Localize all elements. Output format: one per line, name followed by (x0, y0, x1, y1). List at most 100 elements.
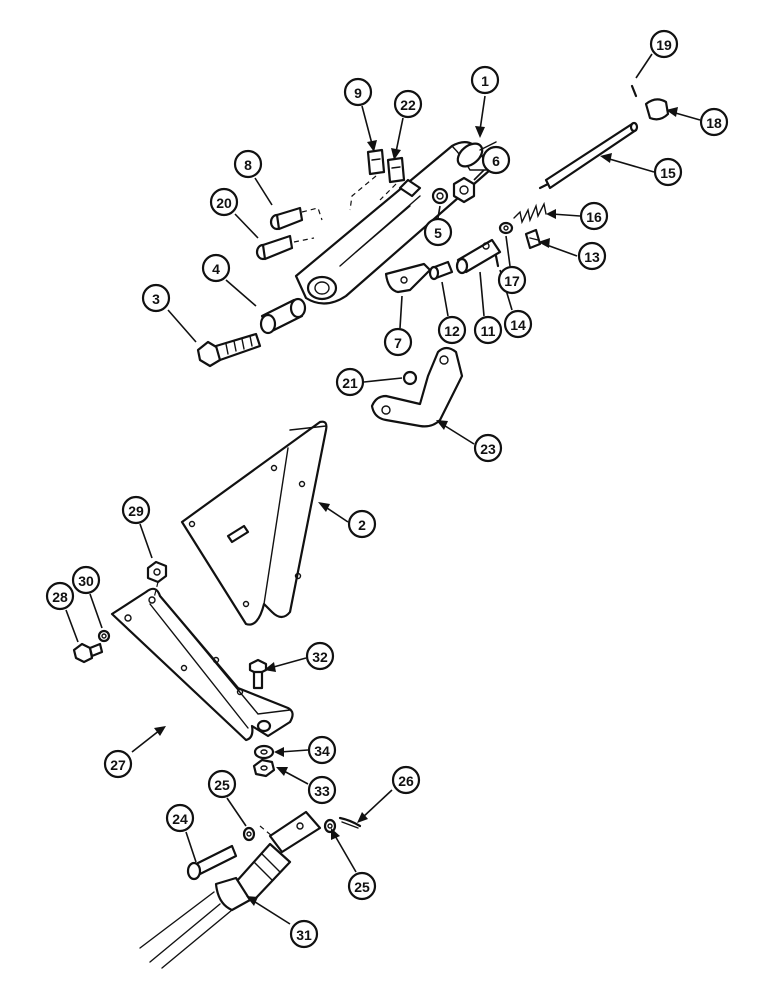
callout-circle (103, 749, 133, 779)
callout-number: 3 (152, 291, 160, 307)
callout-number: 22 (400, 97, 416, 113)
callout-c22: 22 (393, 89, 423, 119)
callout-circle (335, 367, 365, 397)
callout-c9: 9 (343, 77, 373, 107)
callout-c1: 1 (470, 65, 500, 95)
callout-number: 32 (312, 649, 328, 665)
part-1-lever-tube (294, 141, 497, 305)
part-20-bolt (255, 234, 294, 261)
part-14-pin (494, 254, 500, 268)
part-23-bent-plate (370, 346, 464, 428)
callout-c26: 26 (391, 765, 421, 795)
callout-circle (497, 265, 527, 295)
callout-circle (45, 581, 75, 611)
callout-circle (307, 775, 337, 805)
callout-circle (305, 641, 335, 671)
part-3-bolt (196, 332, 262, 368)
callout-circle (347, 871, 377, 901)
part-32-bolt (248, 658, 268, 690)
callout-circle (165, 803, 195, 833)
callout-c30: 30 (71, 565, 101, 595)
part-15-rod (538, 121, 639, 190)
callout-circle (289, 919, 319, 949)
callout-number: 25 (354, 879, 370, 895)
callout-number: 12 (444, 323, 460, 339)
part-4-spacer (259, 297, 307, 335)
callout-c13: 13 (577, 241, 607, 271)
callout-circle (391, 765, 421, 795)
callout-c16: 16 (579, 201, 609, 231)
part-25-washer-left (242, 826, 256, 842)
part-16-spring (513, 201, 547, 225)
callout-c14: 14 (503, 309, 533, 339)
callout-circle (121, 495, 151, 525)
callout-number: 24 (172, 811, 188, 827)
part-18-knob (644, 98, 670, 121)
callout-number: 2 (358, 517, 366, 533)
part-22-clip (386, 156, 406, 184)
callout-circle (343, 77, 373, 107)
callout-number: 18 (706, 115, 722, 131)
callout-number: 11 (481, 323, 496, 339)
callout-number: 5 (434, 225, 442, 241)
callout-circle (141, 283, 171, 313)
callout-c25b: 25 (347, 871, 377, 901)
part-24-clevis-pin (186, 844, 238, 881)
part-17-washer (498, 221, 514, 235)
callout-circle (481, 145, 511, 175)
callout-number: 33 (314, 783, 330, 799)
part-33-nut (252, 758, 276, 778)
callout-c5: 5 (423, 217, 453, 247)
callout-c6: 6 (481, 145, 511, 175)
part-27-lower-bracket (110, 587, 294, 742)
callout-number: 17 (504, 273, 520, 289)
callout-c12: 12 (437, 315, 467, 345)
callout-c3: 3 (141, 283, 171, 313)
callout-circle (577, 241, 607, 271)
part-7-bracket (384, 262, 432, 294)
callout-circle (71, 565, 101, 595)
callout-c23: 23 (473, 433, 503, 463)
callout-number: 21 (342, 375, 358, 391)
part-26-cotter-pin (338, 816, 362, 829)
callout-circle (473, 433, 503, 463)
callout-number: 8 (244, 157, 252, 173)
callout-number: 15 (660, 165, 676, 181)
callout-c24: 24 (165, 803, 195, 833)
callout-circle (473, 315, 503, 345)
callout-number: 19 (656, 37, 672, 53)
callout-circle (307, 735, 337, 765)
callout-circle (699, 107, 729, 137)
callout-circle (503, 309, 533, 339)
part-11-sleeve (455, 238, 502, 275)
part-30-washer (97, 629, 111, 643)
callout-c32: 32 (305, 641, 335, 671)
part-19-pin (630, 84, 638, 98)
callout-number: 20 (216, 195, 232, 211)
part-12-pin (428, 260, 454, 281)
part-5-washer (431, 187, 449, 205)
part-2-triangle-plate (180, 420, 328, 626)
leader-lines (65, 53, 701, 925)
callout-circle (649, 29, 679, 59)
part-8-bolt (269, 206, 304, 231)
callout-c27: 27 (103, 749, 133, 779)
callout-circle (393, 89, 423, 119)
callout-circle (201, 253, 231, 283)
callout-c28: 28 (45, 581, 75, 611)
callout-c15: 15 (653, 157, 683, 187)
callout-c31: 31 (289, 919, 319, 949)
callout-number: 29 (128, 503, 144, 519)
callout-c7: 7 (383, 327, 413, 357)
callout-c34: 34 (307, 735, 337, 765)
callout-c19: 19 (649, 29, 679, 59)
callout-circle (653, 157, 683, 187)
callout-number: 30 (78, 573, 94, 589)
callout-c25a: 25 (207, 769, 237, 799)
callout-c18: 18 (699, 107, 729, 137)
callout-c11: 11 (473, 315, 503, 345)
part-13-clip (524, 228, 542, 250)
callout-c29: 29 (121, 495, 151, 525)
callout-number: 26 (398, 773, 414, 789)
callout-c4: 4 (201, 253, 231, 283)
